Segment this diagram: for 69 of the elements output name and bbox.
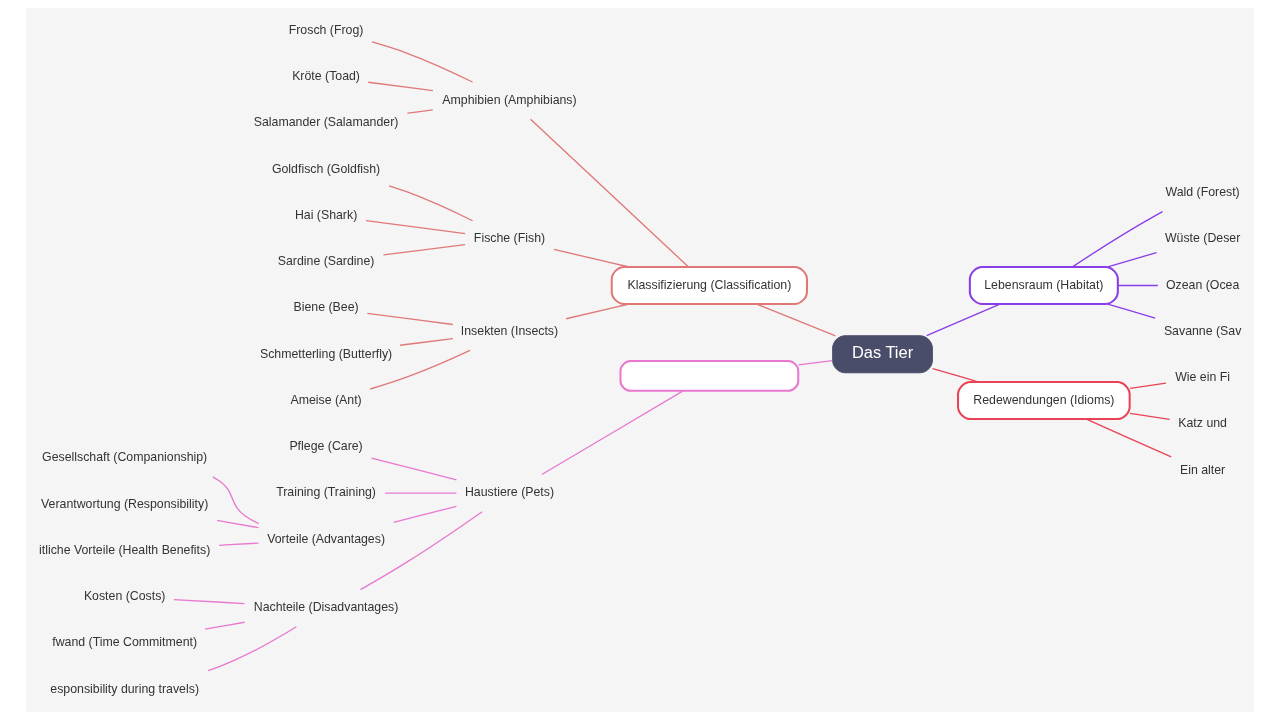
connector [204,621,246,630]
connector [382,244,466,256]
connector [359,511,483,591]
node-text: Hai (Shark) [294,207,358,222]
node-text: itliche Vorteile (Health Benefits) [38,542,211,557]
node-box: Klassifizierung (Classification) [610,265,808,305]
node-text: Ozean (Ocea [1165,277,1240,292]
node-text: Ein alter [1180,462,1226,477]
connector [218,542,260,546]
connector [1107,303,1156,319]
node-text: Sardine (Sardine) [277,254,375,269]
node-text: Verantwortung (Responsibility) [41,496,209,511]
node-text: Frosch (Frog) [288,22,364,37]
node-text: Schmetterling (Butterfly) [259,346,393,361]
node-text: Insekten (Insects) [460,323,559,338]
connector [553,248,630,268]
node-text: Salamander (Salamander) [253,115,399,130]
node-text: Wald (Forest) [1165,185,1240,200]
connector [1107,251,1158,268]
node-text: Gesellschaft (Companionship) [42,450,208,465]
node-text: Fische (Fish) [473,231,546,246]
connector [565,303,630,320]
connector [1085,418,1172,458]
connector [931,367,980,383]
connector [1117,284,1159,287]
node-text: Wie ein Fi [1175,370,1231,385]
connector [541,390,684,476]
node-text: Amphibien (Amphibians) [442,92,577,107]
connector [392,505,458,524]
connector [388,185,474,222]
node-text: Training (Training) [276,485,376,500]
node-text: Haustiere (Pets) [464,485,555,500]
node-text: Vorteile (Advantages) [267,531,385,546]
node-box: Das Tier [832,335,933,374]
node-text: esponsibility during travels) [50,681,199,696]
connector [399,338,454,346]
connector [529,118,690,268]
connector [367,81,434,92]
connector [369,349,471,390]
connector [216,519,260,529]
node-text: Ameise (Ant) [290,392,362,407]
connector [371,41,474,83]
node-box [619,360,800,392]
node-text: Biene (Bee) [293,300,359,315]
connector [366,312,454,326]
connector [1071,211,1164,268]
connector [1129,382,1167,389]
connector [207,626,298,672]
connector [756,303,837,337]
connector [384,492,457,494]
connector [173,598,246,605]
node-text: Nachteile (Disadvantages) [253,600,399,615]
connector [926,303,1001,337]
connector [370,457,458,481]
node-text: Goldfisch (Goldfish) [271,161,381,176]
connector [406,109,434,114]
node-text: Katz und [1178,416,1227,431]
connector [212,476,260,525]
node-text: Wüste (Deser [1164,231,1241,246]
connector [1129,412,1171,421]
node-text: Savanne (Sav [1163,323,1242,338]
node-text: Pflege (Care) [289,439,363,454]
node-text: Kröte (Toad) [292,69,360,84]
node-text: Kosten (Costs) [83,589,166,604]
node-box: Lebensraum (Habitat) [968,265,1119,305]
node-text: fwand (Time Commitment) [52,635,198,650]
connector [365,220,466,235]
connector [797,359,833,366]
node-box: Redewendungen (Idioms) [957,381,1131,421]
